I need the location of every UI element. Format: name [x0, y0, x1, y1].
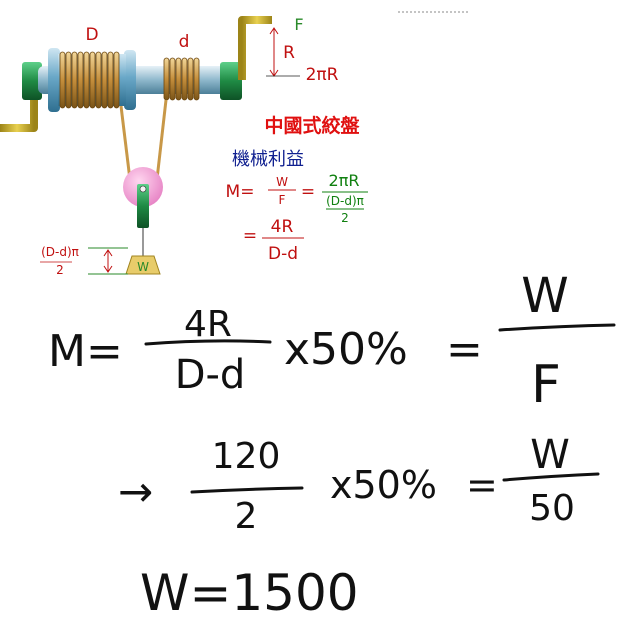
- hw-line1-denominator: D-d: [175, 352, 246, 398]
- formula-f2-denominator-bottom: 2: [341, 211, 349, 225]
- circumference-label: 2πR: [306, 65, 339, 85]
- hw-line3-result: W=1500: [140, 564, 359, 622]
- formula-f2-denominator-top: (D-d)π: [326, 194, 364, 208]
- small-drum-label: d: [179, 32, 190, 52]
- formula-f2-numerator: 2πR: [329, 171, 360, 190]
- right-bearing: [220, 62, 242, 100]
- big-drum-label: D: [85, 25, 98, 45]
- force-label: F: [294, 15, 303, 34]
- left-bearing: [22, 62, 42, 100]
- big-drum-rope-coils: [59, 51, 120, 109]
- hw-line1-eq: =: [446, 324, 483, 375]
- hw-line1-m: M=: [48, 326, 123, 377]
- diagram-title: 中國式絞盤: [264, 114, 360, 137]
- hw-line1-right-numerator: W: [521, 268, 568, 324]
- hw-line2-right-denominator: 50: [529, 488, 575, 529]
- big-drum-left-flange: [48, 48, 60, 112]
- small-drum-rope-coils: [163, 57, 200, 101]
- hw-line1-times: x50%: [284, 324, 408, 375]
- hw-line2-denominator: 2: [235, 496, 258, 537]
- hw-line2-right-numerator: W: [530, 432, 570, 478]
- rope-right: [154, 99, 168, 189]
- lift-label-denominator: 2: [56, 263, 64, 277]
- typed-formula: M= W F = 2πR (D-d)π 2 = 4R D-d: [226, 171, 368, 264]
- lift-label-numerator: (D-d)π: [41, 245, 79, 259]
- formula-f1-numerator: W: [276, 175, 288, 189]
- formula-f3-denominator: D-d: [268, 244, 298, 264]
- formula-lhs: M=: [226, 182, 255, 202]
- radius-label: R: [283, 43, 295, 63]
- hw-line2-times: x50%: [330, 463, 437, 507]
- pulley-bracket: [137, 184, 149, 228]
- right-crank-handle: [238, 16, 272, 80]
- formula-eq-1: =: [301, 182, 315, 202]
- shaft-collar: [204, 66, 222, 94]
- windlass-machine: [0, 16, 300, 275]
- hw-line1-right-denominator: F: [531, 355, 561, 415]
- handwritten-work: M= 4R D-d x50% = W F → 120 2 x50% = W 50…: [48, 268, 616, 622]
- formula-f3-numerator: 4R: [271, 217, 294, 237]
- formula-f1-denominator: F: [279, 193, 286, 207]
- weight-block: [125, 255, 161, 275]
- formula-eq-2: =: [243, 226, 257, 246]
- hw-line2-arrow: →: [118, 467, 153, 516]
- weight-label: W: [137, 260, 149, 274]
- pulley-axle: [139, 185, 147, 193]
- big-drum-right-flange: [124, 50, 136, 110]
- hw-line1-numerator: 4R: [184, 304, 232, 345]
- hw-line2-numerator: 120: [212, 436, 281, 477]
- hw-line2-eq: =: [466, 463, 498, 507]
- diagram-subtitle: 機械利益: [232, 149, 304, 170]
